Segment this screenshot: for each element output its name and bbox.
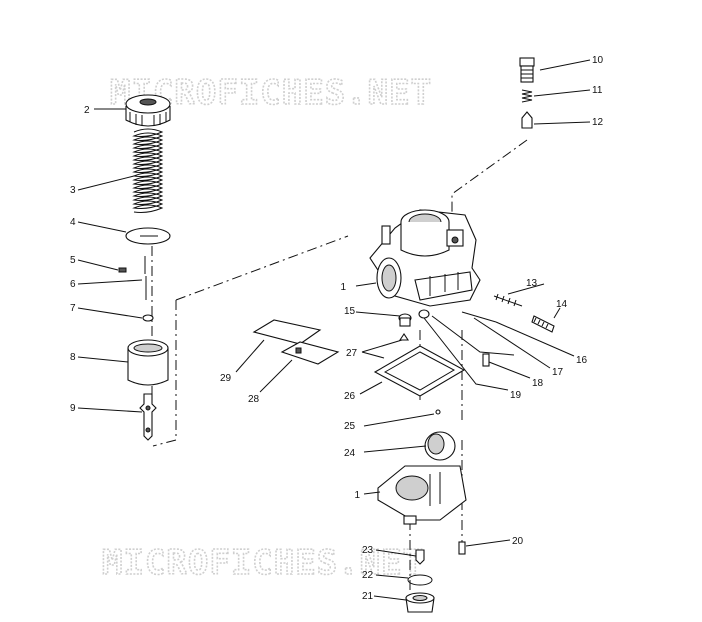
callout-27: 27: [346, 348, 358, 359]
callout-4: 4: [70, 217, 76, 228]
part-24-float: [424, 431, 456, 461]
part-20-drain-screw: [458, 541, 466, 555]
assembly-lines: [151, 139, 528, 600]
part-25-pin: [435, 409, 441, 415]
callout-2: 2: [84, 105, 90, 116]
part-26-gasket: [373, 345, 466, 397]
callout-3: 3: [70, 185, 76, 196]
part-13-screw-spring: [493, 293, 523, 307]
callout-14: 14: [556, 299, 568, 310]
callout-6: 6: [70, 279, 76, 290]
part-1-carburetor-body: [369, 209, 481, 307]
callout-29: 29: [220, 373, 232, 384]
part-4-plate: [125, 227, 171, 245]
part-11-spring: [521, 89, 533, 103]
part-28-plate: [280, 341, 340, 365]
watermark-bottom: MICROFICHES.NET: [102, 543, 424, 583]
part-15-fittings: [398, 309, 430, 327]
part-21-plug: [405, 592, 435, 613]
callout-5: 5: [70, 255, 76, 266]
callout-25: 25: [344, 421, 356, 432]
callout-9: 9: [70, 403, 76, 414]
callout-10: 10: [592, 55, 604, 66]
leader-lines: [77, 59, 591, 601]
callout-22: 22: [362, 570, 374, 581]
part-10-adjuster: [519, 57, 535, 83]
callout-28: 28: [248, 394, 260, 405]
callout-12: 12: [592, 117, 604, 128]
callout-15: 15: [344, 306, 356, 317]
callout-1-bowl: 1: [354, 490, 360, 501]
part-7-washer: [142, 314, 154, 322]
part-27-needle-valve: [398, 333, 410, 341]
part-1-float-bowl: [377, 465, 467, 525]
part-18-jet: [482, 353, 490, 367]
callout-20: 20: [512, 536, 524, 547]
callout-13: 13: [526, 278, 538, 289]
part-12-plug: [521, 111, 533, 129]
callout-16: 16: [576, 355, 588, 366]
callout-19: 19: [510, 390, 522, 401]
part-5-clip: [118, 256, 146, 274]
part-2-cap: [125, 94, 171, 127]
callout-21: 21: [362, 591, 374, 602]
part-29-plate: [252, 319, 322, 345]
part-8-slide: [127, 339, 169, 386]
part-22-o-ring: [407, 574, 433, 586]
part-3-spring: [132, 128, 164, 213]
callout-8: 8: [70, 352, 76, 363]
callout-23: 23: [362, 545, 374, 556]
callout-labels: 1 1 2 3 4 5 6 7 8 9 10 11 12 13 14 15 16…: [70, 55, 604, 602]
callout-18: 18: [532, 378, 544, 389]
part-9-holder: [139, 393, 157, 441]
callout-24: 24: [344, 448, 356, 459]
part-17-pilot-screw: [461, 311, 497, 323]
part-14-idle-screw: [531, 315, 555, 333]
callout-11: 11: [592, 85, 603, 96]
callout-17: 17: [552, 367, 564, 378]
callout-1-body: 1: [340, 282, 346, 293]
callout-26: 26: [344, 391, 356, 402]
callout-7: 7: [70, 303, 76, 314]
part-23-main-jet: [415, 549, 425, 565]
